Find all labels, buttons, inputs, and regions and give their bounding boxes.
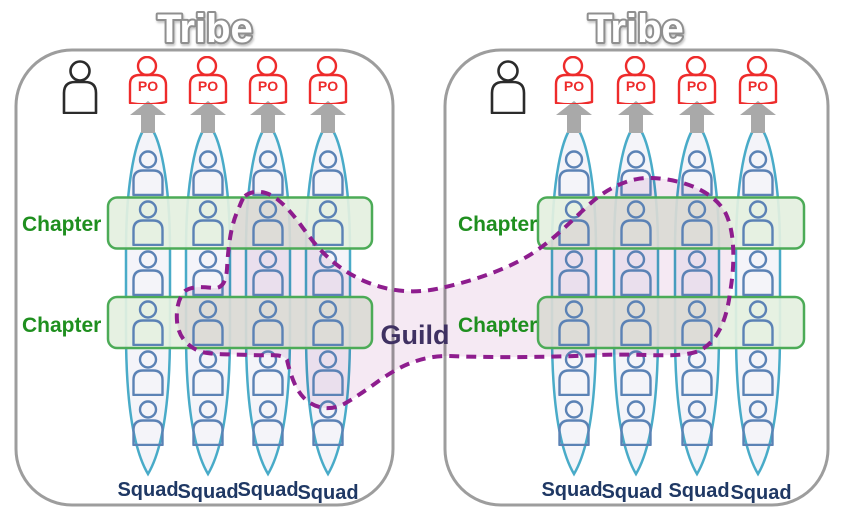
po-label: PO <box>564 78 584 94</box>
chapter-label: Chapter <box>458 314 537 337</box>
squad-label: Squad <box>297 482 358 504</box>
chapter-band-borders <box>106 196 806 350</box>
po-label: PO <box>626 78 646 94</box>
squad-label: Squad <box>237 479 298 501</box>
chapter-band-border <box>536 295 806 350</box>
chapter-label: Chapter <box>458 213 537 236</box>
po-label: PO <box>748 78 768 94</box>
chapter-label: Chapter <box>22 213 101 236</box>
squad-label: Squad <box>730 482 791 504</box>
tribe-title: Tribe <box>588 7 684 51</box>
chapter-label: Chapter <box>22 314 101 337</box>
squad-label: Squad <box>601 481 662 503</box>
squad-label: Squad <box>668 480 729 502</box>
po-label: PO <box>198 78 218 94</box>
guild-label: Guild <box>381 320 450 350</box>
po-label: PO <box>318 78 338 94</box>
squad-label: Squad <box>177 481 238 503</box>
guild-region <box>176 177 734 409</box>
product-owners: PO PO PO PO PO PO PO PO <box>128 56 778 104</box>
guild-outline <box>174 175 736 411</box>
po-label: PO <box>687 78 707 94</box>
squad-label: Squad <box>541 479 602 501</box>
chapter-band-border <box>536 196 806 250</box>
chapter-band-border <box>106 295 374 350</box>
po-label: PO <box>138 78 158 94</box>
po-label: PO <box>258 78 278 94</box>
squad-label: Squad <box>117 479 178 501</box>
chapter-band-border <box>106 196 374 250</box>
tribe-title: Tribe <box>157 7 253 51</box>
